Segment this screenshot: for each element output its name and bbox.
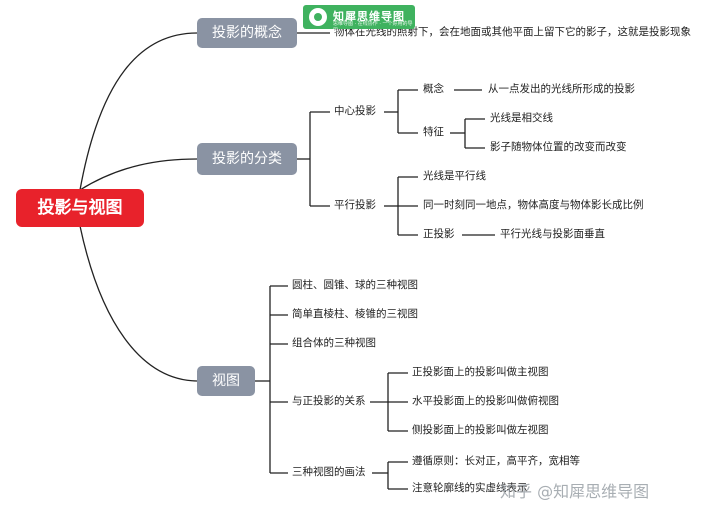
orthographic-text[interactable]: 平行光线与投影面垂直: [500, 228, 605, 240]
root-node[interactable]: 投影与视图: [16, 189, 144, 227]
brand-name: 知犀思维导图: [333, 10, 405, 23]
drawing-item-2[interactable]: 注意轮廓线的实虚线表示: [412, 482, 528, 494]
branch-views[interactable]: 视图: [197, 366, 255, 396]
central-feature-node[interactable]: 特征: [423, 126, 444, 138]
central-concept-node[interactable]: 概念: [423, 83, 444, 95]
branch-classification-label: 投影的分类: [212, 151, 282, 167]
central-feature-1[interactable]: 光线是相交线: [490, 112, 553, 124]
relation-item-2[interactable]: 水平投影面上的投影叫做俯视图: [412, 395, 559, 407]
views-item-1[interactable]: 圆柱、圆锥、球的三种视图: [292, 279, 418, 291]
relation-item-3[interactable]: 侧投影面上的投影叫做左视图: [412, 424, 549, 436]
central-concept-text[interactable]: 从一点发出的光线所形成的投影: [488, 83, 635, 95]
parallel-item-2[interactable]: 同一时刻同一地点，物体高度与物体影长成比例: [423, 199, 644, 211]
central-projection-node[interactable]: 中心投影: [334, 105, 376, 117]
orthographic-node[interactable]: 正投影: [423, 228, 455, 240]
central-feature-2[interactable]: 影子随物体位置的改变而改变: [490, 141, 627, 153]
views-item-2[interactable]: 简单直棱柱、棱锥的三视图: [292, 308, 418, 320]
views-item-3[interactable]: 组合体的三种视图: [292, 337, 376, 349]
brand-badge: 知犀思维导图 思维导图 · 在线协作 · 一个好用的导图: [303, 5, 415, 34]
brand-tagline: 思维导图 · 在线协作 · 一个好用的导图: [333, 21, 413, 34]
drawing-node[interactable]: 三种视图的画法: [292, 466, 366, 478]
parallel-projection-node[interactable]: 平行投影: [334, 199, 376, 211]
branch-concept[interactable]: 投影的概念: [197, 18, 297, 48]
root-label: 投影与视图: [37, 197, 123, 218]
branch-classification[interactable]: 投影的分类: [197, 143, 297, 175]
relation-item-1[interactable]: 正投影面上的投影叫做主视图: [412, 366, 549, 378]
branch-concept-label: 投影的概念: [212, 25, 282, 41]
watermark: 知乎 @知犀思维导图: [500, 482, 650, 501]
branch-views-label: 视图: [212, 373, 240, 389]
rhino-logo-icon: [309, 8, 327, 26]
drawing-item-1[interactable]: 遵循原则：长对正，高平齐，宽相等: [412, 455, 580, 467]
relation-node[interactable]: 与正投影的关系: [292, 395, 366, 407]
concept-definition[interactable]: 物体在光线的照射下，会在地面或其他平面上留下它的影子，这就是投影现象: [334, 26, 691, 38]
parallel-item-1[interactable]: 光线是平行线: [423, 170, 486, 182]
